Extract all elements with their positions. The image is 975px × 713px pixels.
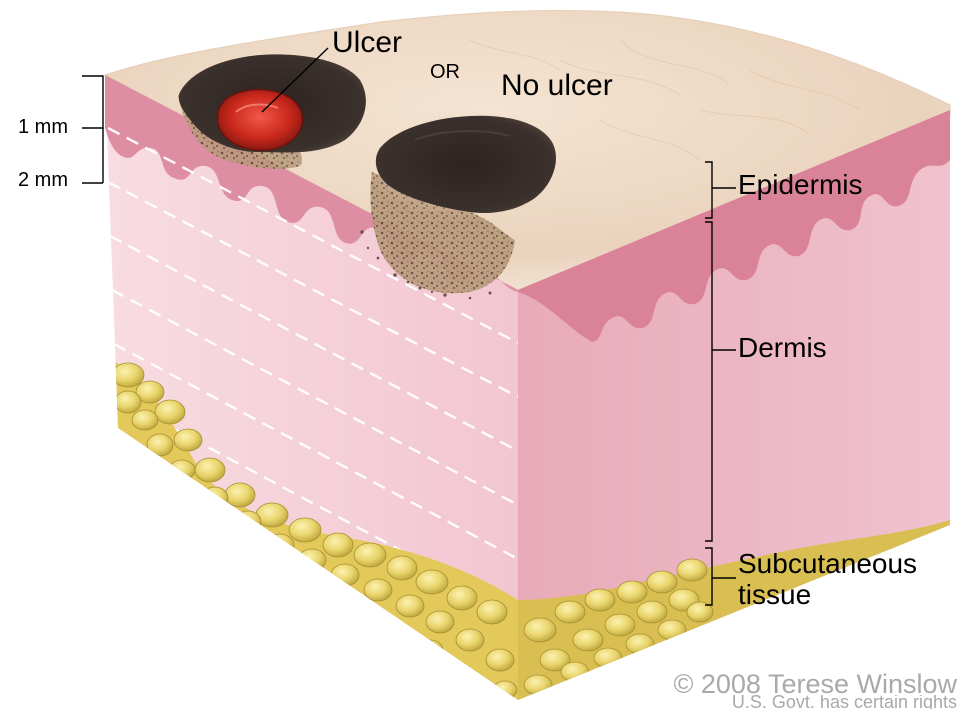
ulcer-label: Ulcer	[332, 27, 402, 59]
depth-bracket	[82, 76, 103, 183]
depth-label-1mm: 1 mm	[18, 117, 68, 138]
dermis-label: Dermis	[738, 333, 827, 362]
ulcer-wound	[217, 90, 302, 151]
no-ulcer-label: No ulcer	[501, 70, 613, 102]
copyright-credit: © 2008 Terese Winslow U.S. Govt. has cer…	[673, 673, 957, 709]
depth-label-2mm: 2 mm	[18, 170, 68, 191]
subcutaneous-label-line1: Subcutaneous	[738, 548, 917, 579]
subcutaneous-tissue-label: Subcutaneous tissue	[738, 548, 917, 611]
subcutaneous-label-line2: tissue	[738, 579, 917, 610]
or-label: OR	[430, 62, 460, 83]
epidermis-label: Epidermis	[738, 170, 862, 199]
copyright-line: © 2008 Terese Winslow	[673, 673, 957, 695]
